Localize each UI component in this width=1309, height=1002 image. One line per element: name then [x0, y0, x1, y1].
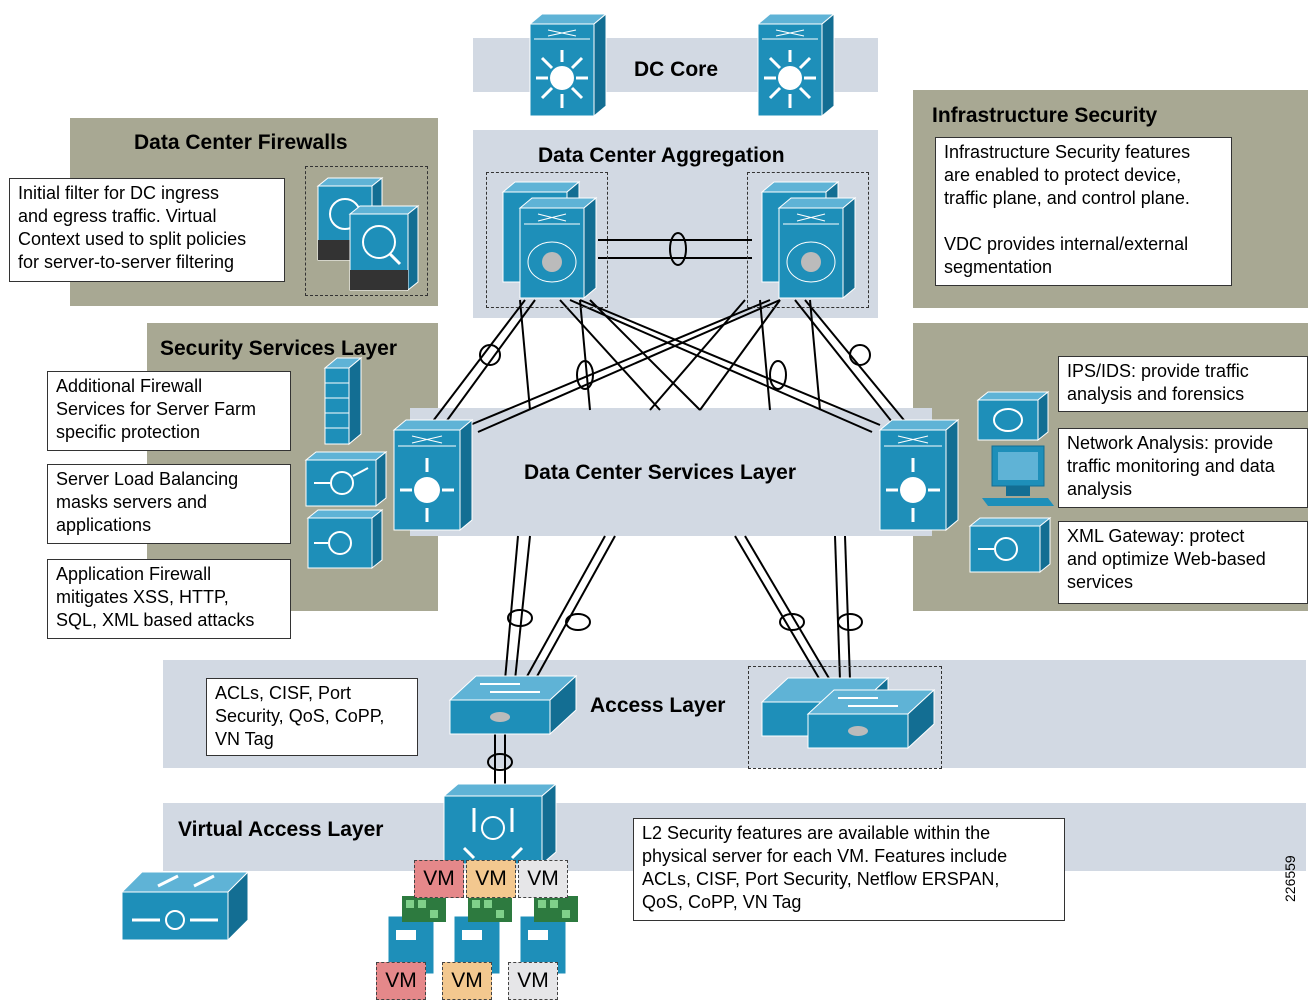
access-note: ACLs, CISF, Port Security, QoS, CoPP, VN…	[206, 678, 418, 756]
network-analysis-computer-icon	[982, 445, 1054, 506]
dc-core-title: DC Core	[634, 58, 719, 81]
agg-switch-right	[777, 196, 857, 300]
firewall-device-front	[348, 204, 420, 292]
services-layer-band	[410, 408, 932, 536]
virtual-access-note: L2 Security features are available withi…	[633, 818, 1065, 921]
security-note-slb: Server Load Balancing masks servers and …	[47, 464, 291, 544]
xml-gateway-note: XML Gateway: protect and optimize Web-ba…	[1058, 521, 1308, 604]
core-switch-right	[756, 12, 836, 118]
figure-id: 226559	[1282, 855, 1298, 902]
access-switch-right	[806, 688, 936, 750]
infra-security-note: Infrastructure Security features are ena…	[935, 137, 1232, 286]
virtual-switch-icon	[442, 782, 558, 866]
access-switch-left	[448, 674, 578, 736]
security-note-firewall: Additional Firewall Services for Server …	[47, 371, 291, 451]
services-switch-left	[392, 418, 474, 532]
ips-ids-icon	[976, 390, 1050, 442]
vm-tile-red-bottom: VM	[376, 962, 426, 1000]
firewall-group-outline	[305, 166, 428, 296]
xml-gateway-icon	[968, 516, 1052, 574]
virtual-access-title: Virtual Access Layer	[178, 818, 384, 841]
vm-tile-orange-top: VM	[466, 860, 516, 898]
core-switch-left	[528, 12, 608, 118]
load-balancer-icon	[304, 450, 388, 508]
aggregation-title: Data Center Aggregation	[538, 144, 785, 167]
agg-left-group-outline	[486, 172, 608, 308]
access-right-group-outline	[748, 666, 942, 769]
agg-switch-left	[518, 196, 598, 300]
vm-tile-orange-bottom: VM	[442, 962, 492, 1000]
network-analysis-note: Network Analysis: provide traffic monito…	[1058, 428, 1308, 508]
security-note-appfw: Application Firewall mitigates XSS, HTTP…	[47, 559, 291, 639]
services-layer-title: Data Center Services Layer	[524, 461, 796, 484]
firewalls-note: Initial filter for DC ingress and egress…	[9, 178, 285, 282]
ips-ids-note: IPS/IDS: provide traffic analysis and fo…	[1058, 356, 1308, 412]
security-services-title: Security Services Layer	[160, 337, 397, 360]
nic-card-2	[468, 896, 512, 922]
nic-card-3	[534, 896, 578, 922]
brick-wall-icon	[323, 356, 363, 446]
services-switch-right	[878, 418, 960, 532]
agg-right-group-outline	[747, 172, 869, 308]
vm-tile-red-top: VM	[414, 860, 464, 898]
vswitch-left-icon	[120, 870, 250, 942]
app-firewall-icon	[306, 508, 384, 570]
nic-card-1	[402, 896, 446, 922]
infra-security-title: Infrastructure Security	[932, 104, 1158, 127]
access-layer-title: Access Layer	[590, 694, 726, 717]
firewalls-title: Data Center Firewalls	[134, 131, 348, 154]
vm-tile-gray-bottom: VM	[508, 962, 558, 1000]
vm-tile-gray-top: VM	[518, 860, 568, 898]
